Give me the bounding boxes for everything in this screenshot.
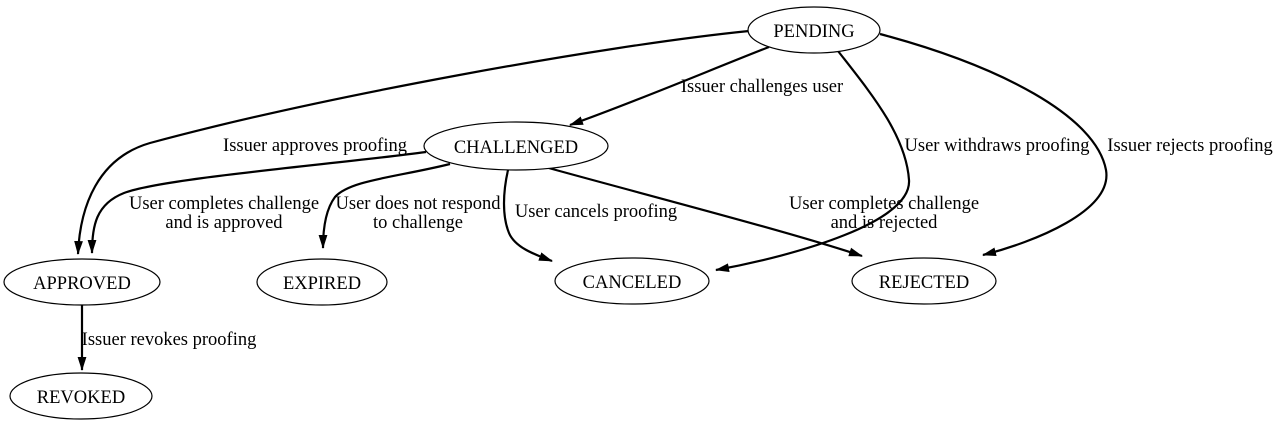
edge-challenged-approved-label-line2: and is approved bbox=[165, 213, 283, 233]
edge-challenged-expired-label-line2: to challenge bbox=[373, 213, 463, 233]
node-pending-shape bbox=[747, 6, 881, 54]
node-approved-shape bbox=[3, 258, 161, 306]
edge-challenged-rejected-arrow bbox=[544, 165, 863, 258]
node-rejected: REJECTED bbox=[851, 257, 997, 305]
node-canceled-label: CANCELED bbox=[583, 273, 682, 293]
edge-challenged-canceled: User cancels proofing bbox=[502, 169, 677, 263]
edge-challenged-approved-label-line1: User completes challenge bbox=[129, 194, 319, 214]
node-revoked-label: REVOKED bbox=[37, 388, 125, 408]
node-canceled-shape bbox=[554, 257, 710, 305]
node-revoked: REVOKED bbox=[9, 372, 153, 420]
node-expired-shape bbox=[256, 258, 388, 306]
edge-challenged-expired: User does not respond to challenge bbox=[318, 162, 502, 249]
node-pending: PENDING bbox=[747, 6, 881, 54]
edge-pending-approved-arrow bbox=[74, 29, 750, 255]
edge-pending-canceled-arrow bbox=[715, 50, 911, 272]
edge-challenged-canceled-arrow bbox=[502, 169, 553, 263]
edge-challenged-canceled-label: User cancels proofing bbox=[515, 202, 677, 222]
edge-pending-rejected-label: Issuer rejects proofing bbox=[1107, 136, 1272, 156]
node-challenged: CHALLENGED bbox=[423, 121, 609, 171]
node-expired-label: EXPIRED bbox=[283, 274, 361, 294]
node-approved: APPROVED bbox=[3, 258, 161, 306]
edge-challenged-expired-label-line1: User does not respond bbox=[336, 194, 502, 214]
edge-challenged-rejected: User completes challenge and is rejected bbox=[544, 165, 979, 258]
edge-challenged-approved-arrow bbox=[87, 150, 427, 254]
node-revoked-shape bbox=[9, 372, 153, 420]
node-expired: EXPIRED bbox=[256, 258, 388, 306]
node-approved-label: APPROVED bbox=[33, 274, 131, 294]
edge-approved-revoked: Issuer revokes proofing bbox=[77, 305, 257, 371]
node-rejected-label: REJECTED bbox=[879, 273, 969, 293]
edge-challenged-rejected-label-line1: User completes challenge bbox=[789, 194, 979, 214]
node-canceled: CANCELED bbox=[554, 257, 710, 305]
edge-pending-canceled-label: User withdraws proofing bbox=[905, 136, 1090, 156]
edge-pending-challenged-label: Issuer challenges user bbox=[681, 77, 843, 97]
node-challenged-shape bbox=[423, 121, 609, 171]
node-pending-label: PENDING bbox=[773, 22, 854, 42]
edge-challenged-expired-arrow bbox=[318, 162, 451, 249]
edge-pending-canceled: User withdraws proofing bbox=[715, 50, 1090, 272]
edge-pending-rejected: Issuer rejects proofing bbox=[879, 32, 1273, 257]
edge-challenged-rejected-label-line2: and is rejected bbox=[831, 213, 939, 233]
edge-challenged-approved: User completes challenge and is approved bbox=[87, 150, 427, 254]
edge-pending-rejected-arrow bbox=[879, 32, 1108, 257]
edge-pending-challenged-arrow bbox=[569, 45, 770, 127]
edge-pending-challenged: Issuer challenges user bbox=[569, 45, 843, 127]
node-rejected-shape bbox=[851, 257, 997, 305]
edge-pending-approved: Issuer approves proofing bbox=[74, 29, 750, 255]
edge-approved-revoked-label: Issuer revokes proofing bbox=[82, 330, 257, 350]
edge-pending-approved-label: Issuer approves proofing bbox=[223, 136, 407, 156]
node-challenged-label: CHALLENGED bbox=[454, 138, 578, 158]
